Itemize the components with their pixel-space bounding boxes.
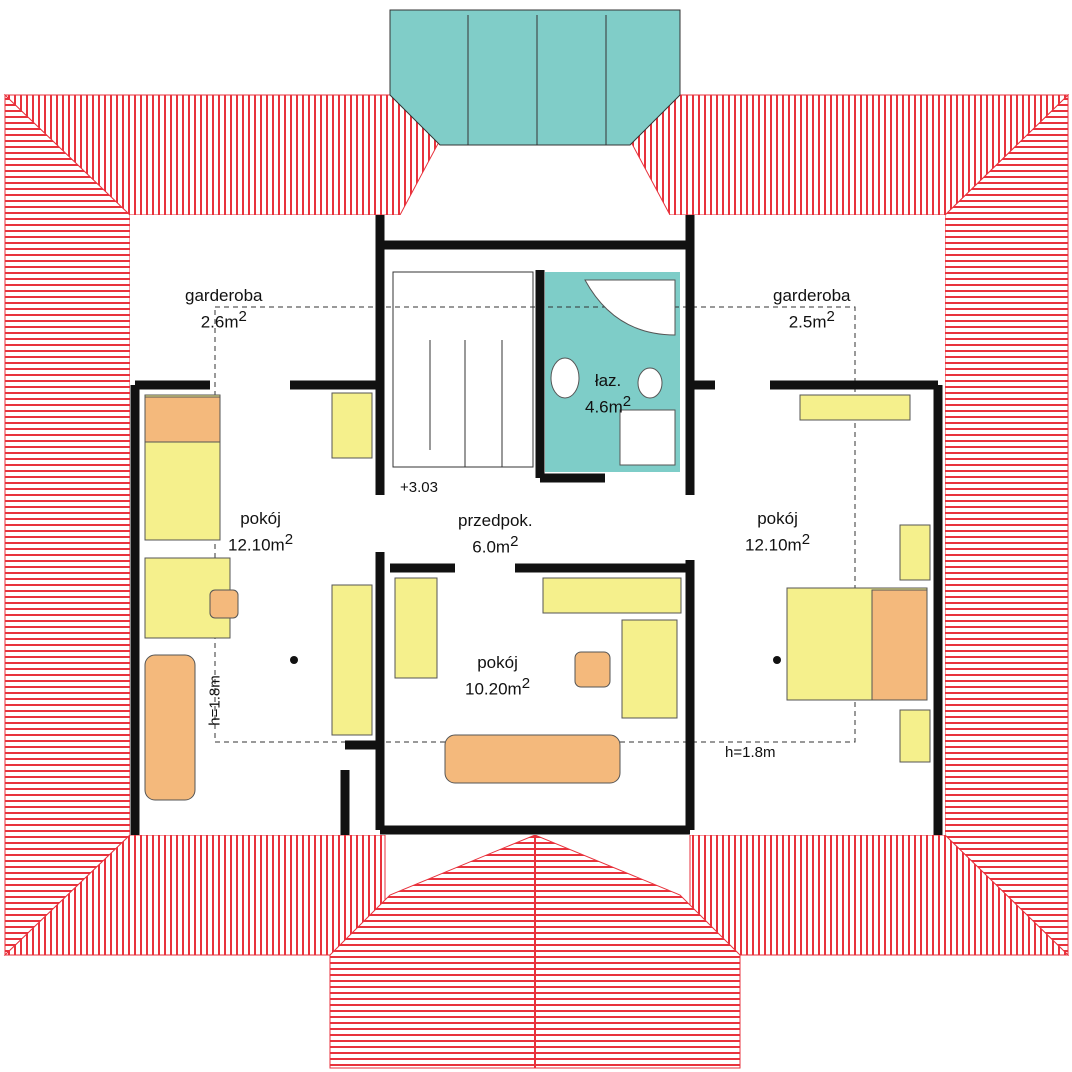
room-label-hallway: przedpok.6.0m2 — [458, 511, 533, 557]
stairs — [392, 271, 534, 468]
skylight — [389, 9, 681, 245]
bathroom-fixtures — [550, 279, 676, 466]
sofas — [144, 396, 928, 801]
roof — [3, 93, 1070, 1069]
room-label-bathroom: łaz.4.6m2 — [585, 371, 632, 417]
walls — [130, 215, 943, 835]
height-label-right: h=1.8m — [725, 744, 776, 761]
level-mark: +3.03 — [400, 479, 438, 496]
height-label-left: h=1.8m — [206, 675, 224, 726]
